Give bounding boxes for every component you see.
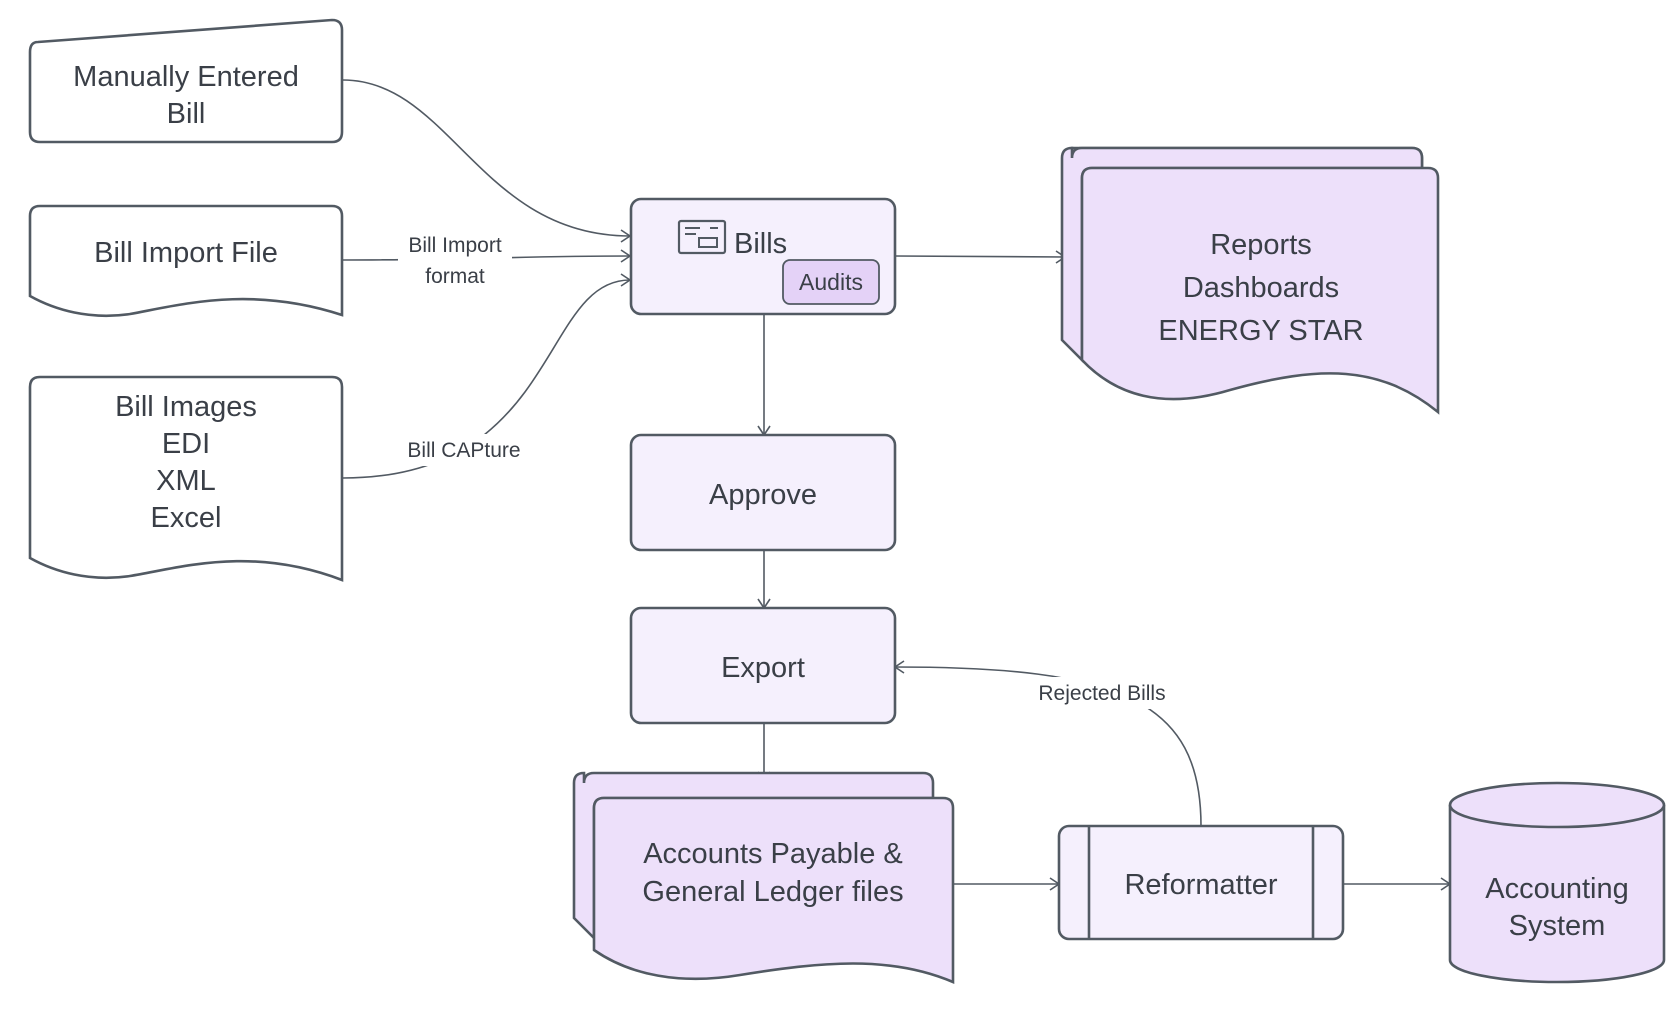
node-label-bills: Bills [734,228,787,260]
edge-manual-to-bills [342,79,631,237]
node-label-manual-line1: Manually Entered [73,61,299,93]
node-label-reports-line3: ENERGY STAR [1158,315,1363,347]
node-label-accounting-line1: Accounting [1485,873,1629,905]
node-accounting-system: Accounting System [1448,781,1666,984]
node-label-images-line4: Excel [151,502,222,534]
node-label-reformatter: Reformatter [1124,869,1277,901]
node-label-apfiles-line2: General Ledger files [642,876,903,908]
edge-labels: Bill Import format Bill CAPture Rejected… [398,230,1172,709]
audits-badge: Audits [782,259,880,305]
node-export: Export [629,606,897,725]
node-label-import-file: Bill Import File [94,237,278,269]
node-bill-import-file: Bill Import File [28,204,344,318]
edge-bills-to-reports [894,255,1066,258]
node-label-reports-line2: Dashboards [1183,272,1339,304]
edge-label-import-format-line1: Bill Import [408,234,502,257]
edge-label-import-format-line2: format [425,265,485,288]
audits-badge-label: Audits [799,269,863,295]
node-label-approve: Approve [709,479,817,511]
node-bills: Bills Audits [629,197,897,316]
node-label-export: Export [721,652,805,684]
node-reformatter: Reformatter [1057,824,1345,941]
bill-envelope-icon [677,219,727,255]
node-approve: Approve [629,433,897,552]
node-manually-entered-bill: Manually Entered Bill [28,18,344,144]
node-label-apfiles-line1: Accounts Payable & [643,838,903,870]
edge-label-capture: Bill CAPture [407,439,520,462]
node-label-reports-line1: Reports [1210,229,1312,261]
node-label-images-line1: Bill Images [115,391,257,423]
node-reports: Reports Dashboards ENERGY STAR [1060,146,1440,415]
node-label-images-line3: XML [156,465,216,497]
node-label-accounting-line2: System [1509,910,1606,942]
node-bill-images: Bill Images EDI XML Excel [28,375,344,582]
node-label-manual-line2: Bill [167,98,206,130]
edge-images-to-bills [342,279,631,479]
node-label-images-line2: EDI [162,428,210,460]
edge-label-rejected: Rejected Bills [1038,682,1165,705]
node-ap-files: Accounts Payable & General Ledger files [572,771,955,984]
